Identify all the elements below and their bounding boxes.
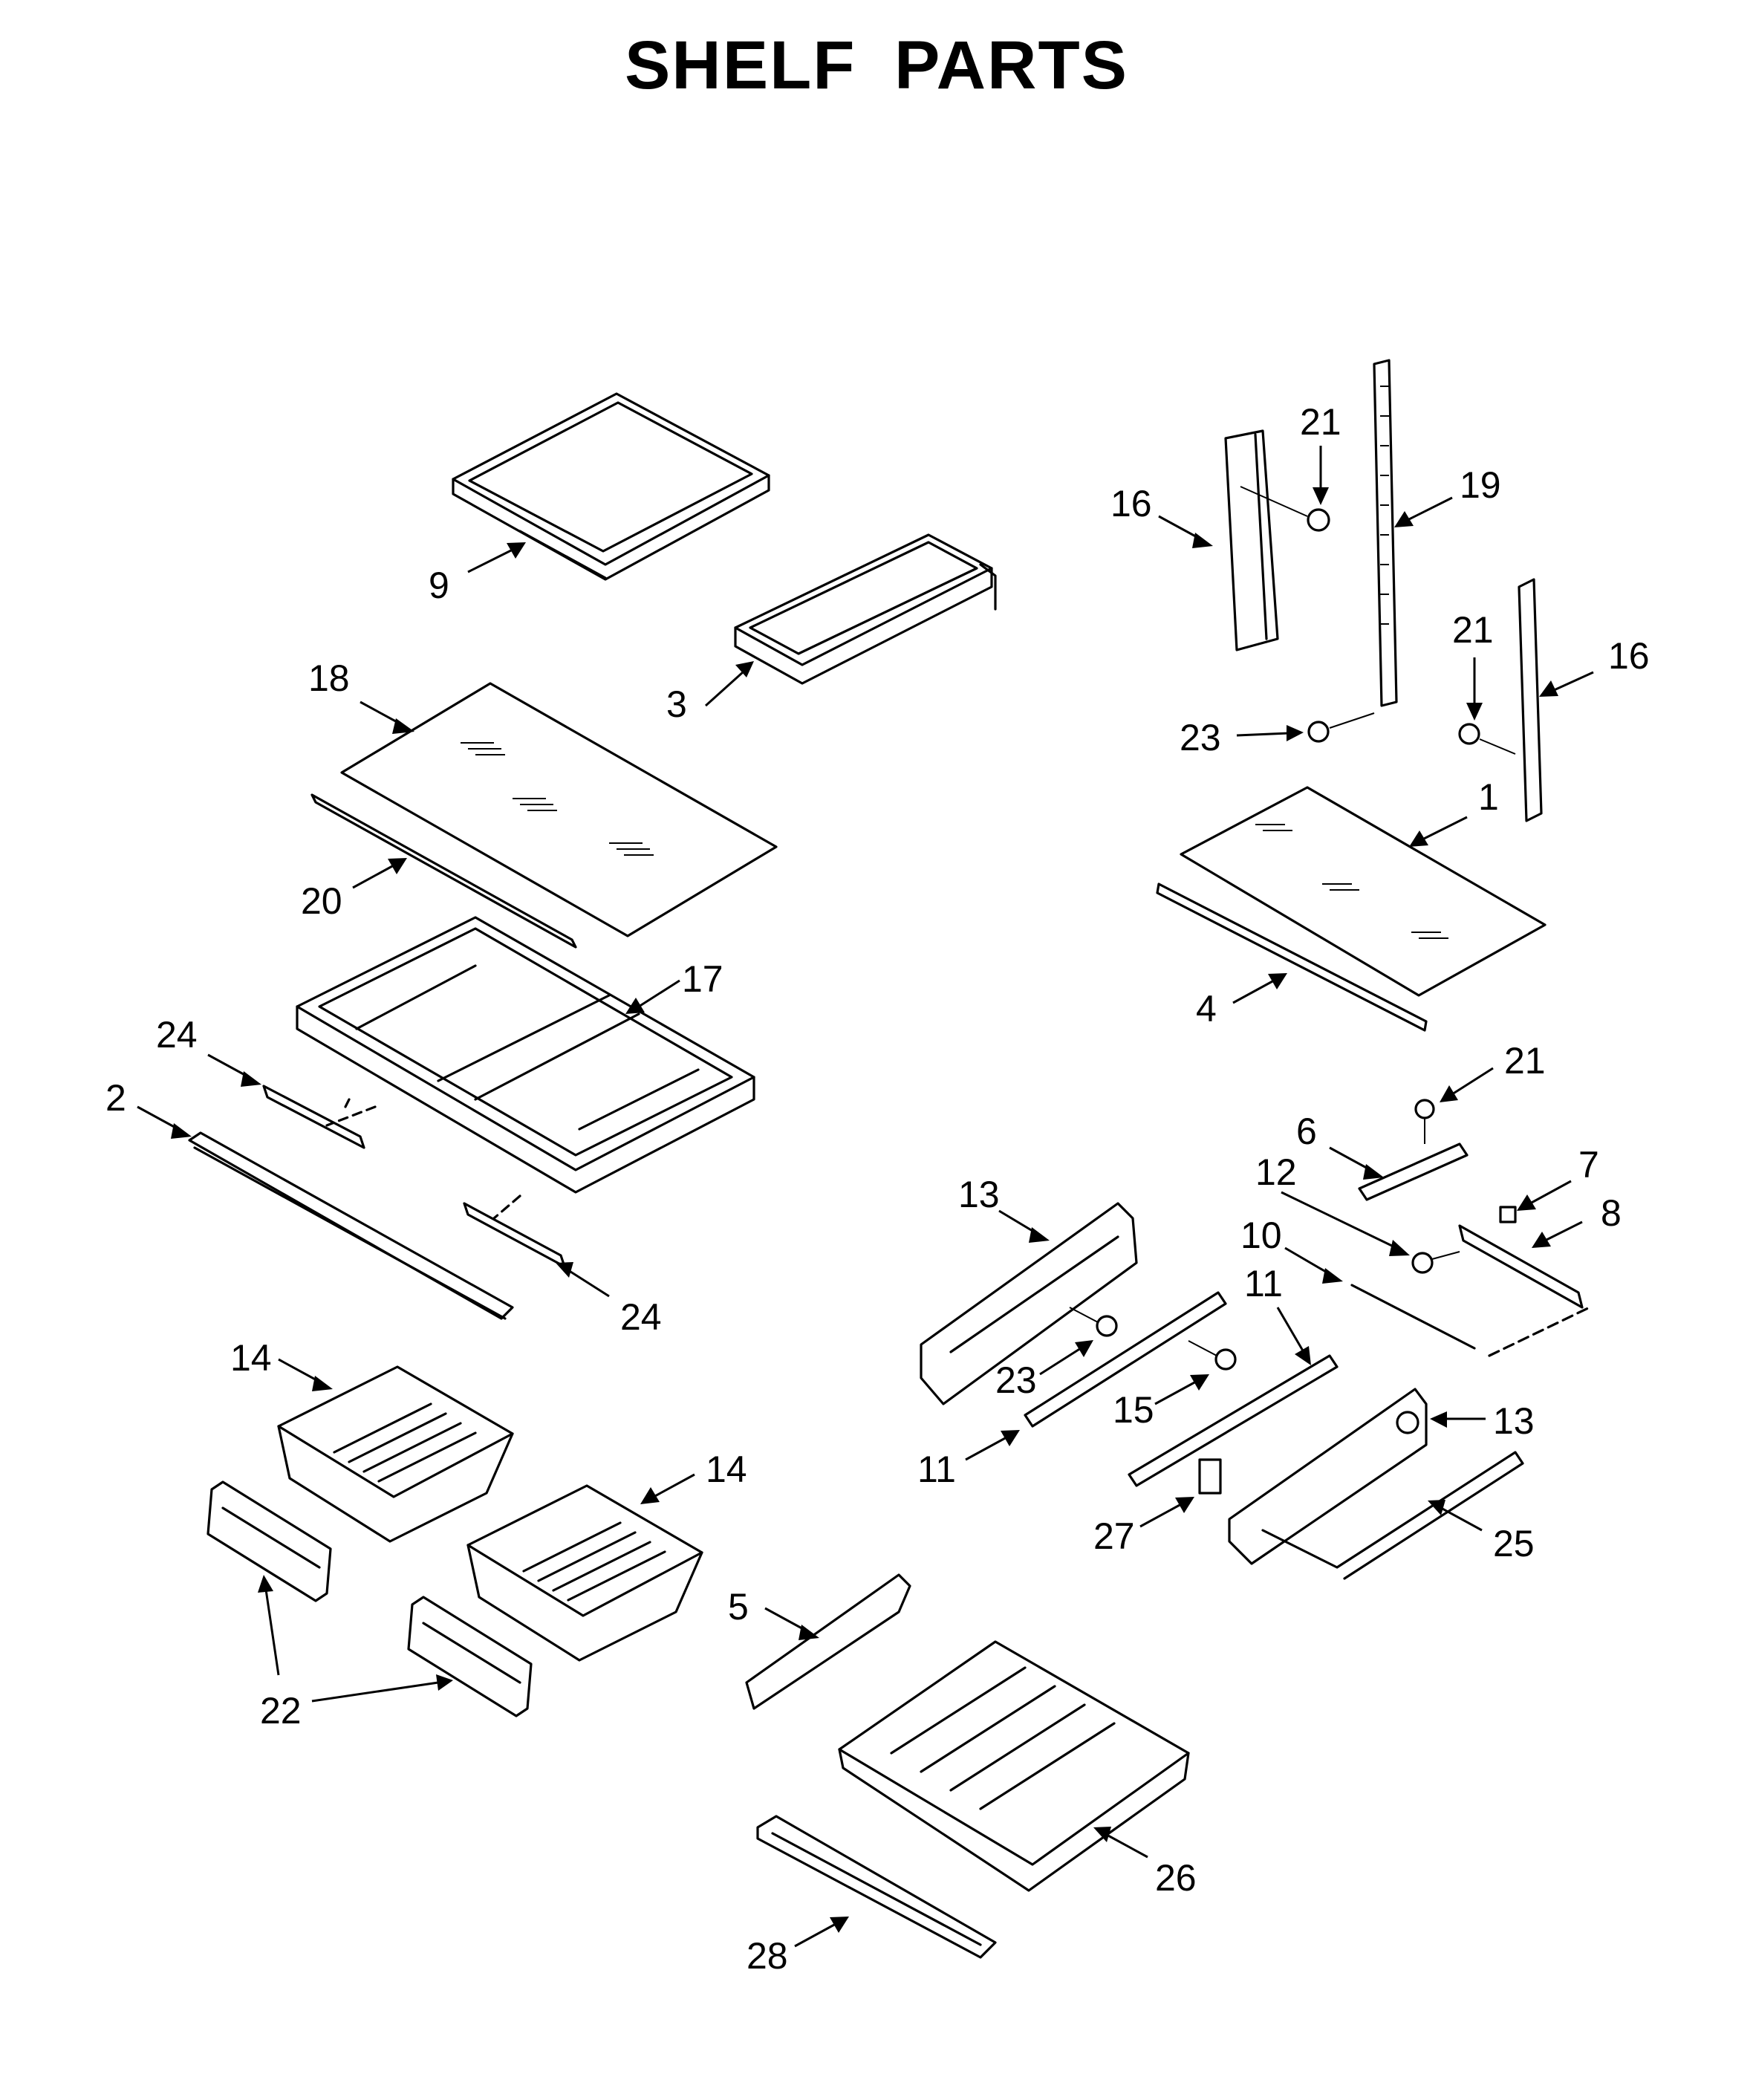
part-9-shelf-frame (452, 392, 770, 581)
part-11-slide-left (1024, 1291, 1227, 1428)
callout-labels: 9 3 18 20 17 24 2 24 14 14 22 5 26 28 16… (105, 401, 1650, 1977)
callout-14-right: 14 (706, 1449, 747, 1490)
callout-27: 27 (1093, 1515, 1135, 1557)
callout-15: 15 (1113, 1389, 1154, 1431)
callout-18: 18 (308, 657, 350, 699)
callout-16-right: 16 (1608, 635, 1650, 677)
callout-21-upper: 21 (1300, 401, 1341, 443)
callout-10: 10 (1240, 1215, 1282, 1256)
callout-26: 26 (1155, 1857, 1197, 1899)
part-24-clip-left (262, 1085, 377, 1149)
part-26-pantry-drawer (838, 1640, 1190, 1892)
part-3-tray (734, 533, 997, 685)
part-18-glass-shelf (340, 682, 778, 937)
callout-4: 4 (1196, 988, 1217, 1030)
part-21-screw-lower (1414, 1099, 1435, 1144)
part-7-clip (1499, 1206, 1517, 1223)
callout-22: 22 (260, 1690, 302, 1732)
callout-28: 28 (747, 1935, 788, 1977)
callout-25: 25 (1493, 1523, 1535, 1564)
part-12-screw (1411, 1251, 1460, 1274)
part-16-bracket-right (1518, 578, 1543, 822)
part-14-crisper-left (277, 1365, 514, 1543)
part-25-wire (1261, 1451, 1524, 1580)
callout-1: 1 (1478, 776, 1499, 818)
part-6-bracket (1358, 1142, 1469, 1201)
part-19-vertical-rail (1373, 359, 1398, 707)
part-17-divided-frame (296, 916, 755, 1194)
part-13-side-panel-right (1228, 1388, 1428, 1565)
callout-16-left: 16 (1110, 483, 1152, 524)
callout-23-lower: 23 (995, 1359, 1037, 1401)
page-title: SHELF PARTS (624, 27, 1129, 103)
callout-2: 2 (105, 1077, 126, 1119)
callout-12: 12 (1255, 1151, 1297, 1193)
part-2-long-trim (188, 1131, 514, 1320)
part-28-drawer-front (756, 1815, 997, 1959)
callout-3: 3 (666, 683, 687, 725)
part-8-slide (1458, 1224, 1584, 1309)
callout-5: 5 (728, 1586, 749, 1628)
callout-14-left: 14 (230, 1337, 272, 1379)
callout-24-right: 24 (620, 1296, 662, 1338)
part-20-shelf-trim (310, 793, 577, 949)
part-23-screw-lower (1069, 1307, 1118, 1337)
part-13-side-panel-left (920, 1202, 1138, 1405)
part-11-slide-right (1128, 1354, 1339, 1487)
part-16-bracket-left (1224, 429, 1279, 651)
part-22-crisper-handle-lower (407, 1596, 533, 1717)
callout-7: 7 (1578, 1144, 1599, 1186)
leader-lines (137, 446, 1594, 1948)
callout-13-left: 13 (958, 1174, 1000, 1215)
callout-23-upper: 23 (1180, 717, 1221, 758)
callout-11-bottom: 11 (917, 1449, 956, 1490)
callout-9: 9 (429, 565, 449, 606)
part-5-rail (745, 1573, 911, 1710)
part-14-crisper-right (466, 1484, 703, 1662)
part-27-clip (1198, 1458, 1222, 1495)
part-21-screw-middle (1458, 723, 1516, 755)
callout-6: 6 (1296, 1111, 1317, 1152)
callout-19: 19 (1460, 464, 1501, 506)
callout-21-middle: 21 (1452, 609, 1494, 651)
callout-11-top: 11 (1244, 1263, 1283, 1304)
callout-20: 20 (301, 880, 342, 922)
part-21-screw-upper (1240, 486, 1330, 532)
part-10-rod (1350, 1284, 1591, 1357)
part-1-glass-shelf (1180, 786, 1547, 997)
callout-21-lower: 21 (1504, 1040, 1546, 1082)
part-15-screw (1188, 1340, 1237, 1371)
part-23-screw-upper (1307, 712, 1375, 743)
callout-8: 8 (1601, 1192, 1622, 1234)
part-24-clip-right (463, 1194, 566, 1268)
callout-17: 17 (682, 958, 723, 1000)
part-22-crisper-handle-upper (206, 1480, 332, 1602)
part-4-shelf-trim (1156, 882, 1428, 1032)
callout-13-right: 13 (1493, 1400, 1535, 1442)
callout-24-left: 24 (156, 1014, 198, 1056)
